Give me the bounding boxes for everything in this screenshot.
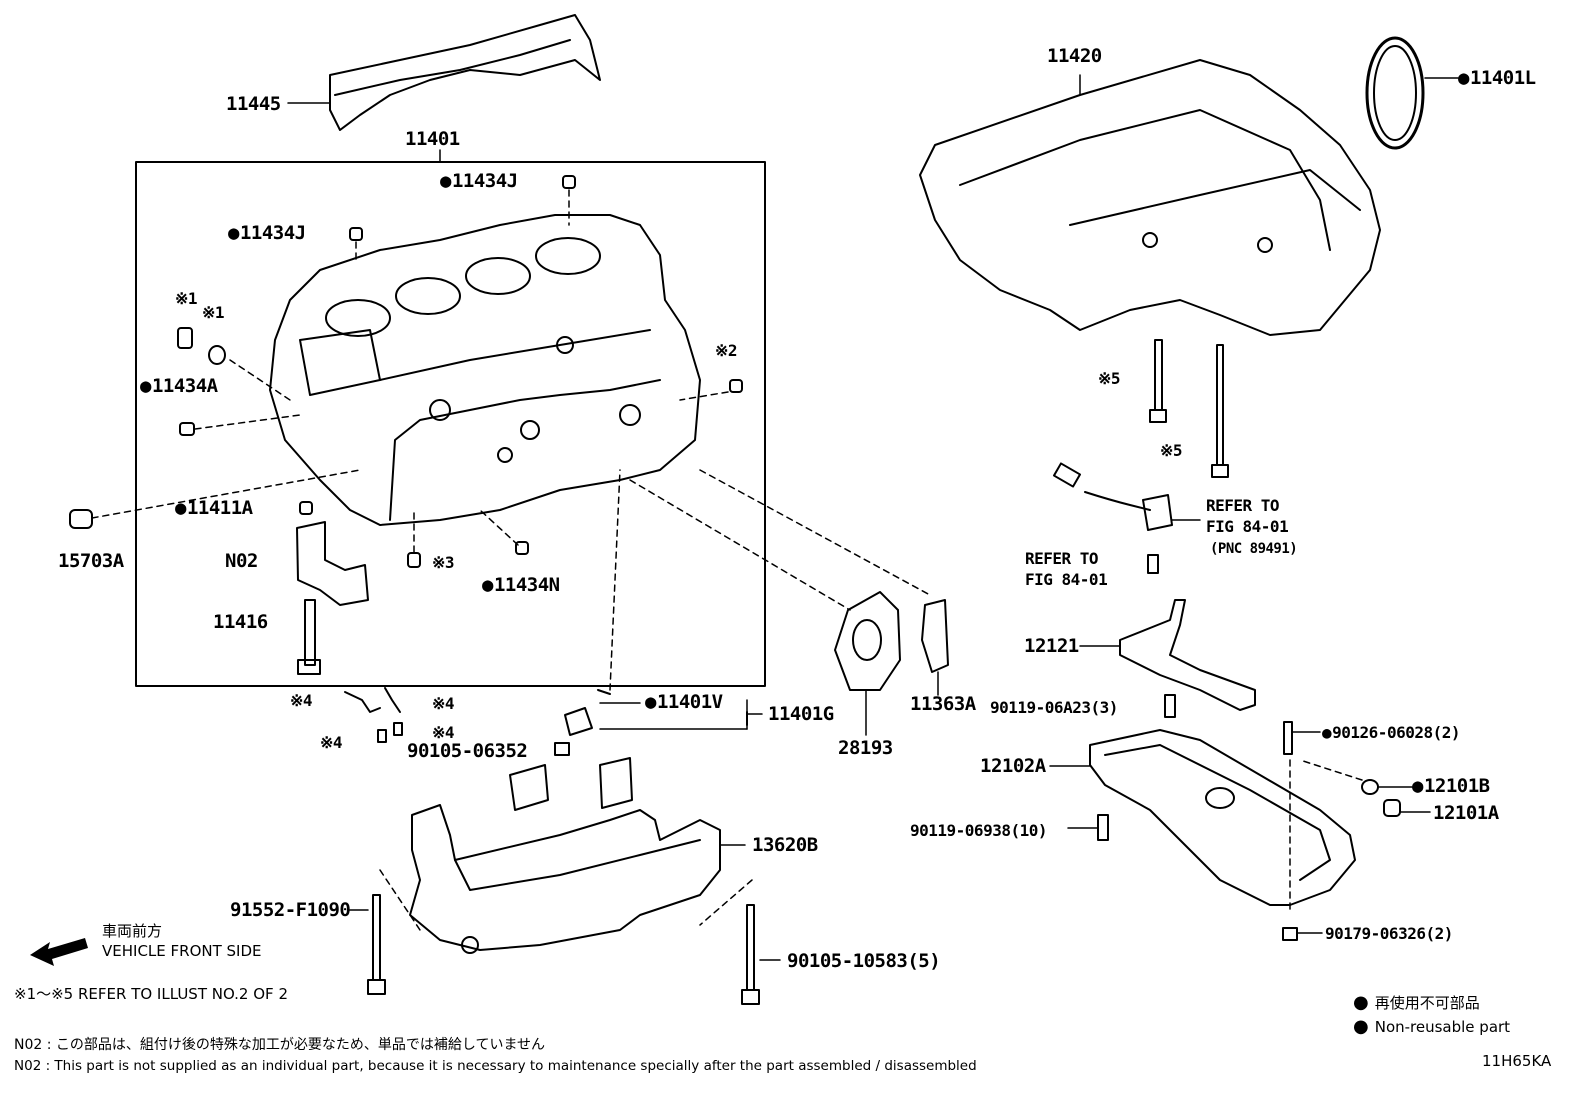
fig-ref-label-1[interactable]: FIG 84-01 <box>1206 517 1289 536</box>
ref-note-1a: ※1 <box>175 289 198 308</box>
legend-bullet-icon: ● <box>1353 992 1369 1013</box>
part-label-90105-10583[interactable]: 90105-10583(5) <box>787 950 941 972</box>
footnote-jp: N02 : この部品は、組付け後の特殊な加工が必要なため、単品では補給していませ… <box>14 1037 546 1053</box>
part-label-28193[interactable]: 28193 <box>838 737 893 759</box>
part-label-11434J-top[interactable]: 11434J <box>440 170 518 192</box>
ref-note-4c: ※4 <box>432 723 455 742</box>
legend-bullet-icon: ● <box>1353 1016 1369 1037</box>
ref-note-1b: ※1 <box>202 303 225 322</box>
legend-non-reusable-jp: ● 再使用不可部品 <box>1353 992 1480 1013</box>
pnc-label: (PNC 89491) <box>1210 541 1298 557</box>
fig-ref-label-2[interactable]: FIG 84-01 <box>1025 570 1108 589</box>
part-label-11434N[interactable]: 11434N <box>482 574 560 596</box>
ref-note-5b: ※5 <box>1160 441 1183 460</box>
part-label-12121[interactable]: 12121 <box>1024 635 1079 657</box>
illustration-id: 11H65KA <box>1482 1052 1552 1070</box>
legend-non-reusable-en: ● Non-reusable part <box>1353 1016 1510 1037</box>
refer-to-label-2: REFER TO <box>1025 549 1099 568</box>
stiffener-13620B-shape <box>409 757 721 954</box>
part-label-11401[interactable]: 11401 <box>405 128 460 150</box>
ref-note-4b: ※4 <box>432 694 455 713</box>
ref-note-5a: ※5 <box>1098 369 1121 388</box>
part-label-11416[interactable]: 11416 <box>213 611 268 633</box>
part-label-11401V[interactable]: 11401V <box>645 691 723 713</box>
part-label-11411A[interactable]: 11411A <box>175 497 253 519</box>
ref-note-3: ※3 <box>432 553 455 572</box>
part-label-11434J-left[interactable]: 11434J <box>228 222 306 244</box>
part-label-11420[interactable]: 11420 <box>1047 45 1102 67</box>
footnote-en: N02 : This part is not supplied as an in… <box>14 1058 977 1074</box>
part-label-11401L[interactable]: 11401L <box>1458 67 1536 89</box>
legend-en-text: Non-reusable part <box>1374 1018 1511 1036</box>
cylinder-block-shape <box>269 214 701 526</box>
front-arrow-icon <box>30 938 88 966</box>
ref-note-2: ※2 <box>715 341 738 360</box>
vehicle-front-jp: 車両前方 <box>102 922 163 940</box>
part-label-11445[interactable]: 11445 <box>226 93 281 115</box>
vehicle-front-en: VEHICLE FRONT SIDE <box>102 942 262 960</box>
part-label-12101A[interactable]: 12101A <box>1433 802 1499 824</box>
part-label-90105-06352[interactable]: 90105-06352 <box>407 740 528 762</box>
insulator-11445-shape <box>329 14 601 131</box>
part-label-11401G[interactable]: 11401G <box>768 703 834 725</box>
ref-note-4a: ※4 <box>290 691 313 710</box>
cylinder-block-group-frame <box>135 161 766 687</box>
part-label-13620B[interactable]: 13620B <box>752 834 818 856</box>
oil-pan-upper-11420-shape <box>919 59 1381 336</box>
part-label-90119-06938[interactable]: 90119-06938(10) <box>910 821 1048 840</box>
part-label-12101B[interactable]: 12101B <box>1412 775 1490 797</box>
ref-note-4d: ※4 <box>320 733 343 752</box>
part-label-11434A[interactable]: 11434A <box>140 375 218 397</box>
refer-to-label-1: REFER TO <box>1206 496 1280 515</box>
part-label-90179-06326[interactable]: 90179-06326(2) <box>1325 924 1453 943</box>
part-label-91552-F1090[interactable]: 91552-F1090 <box>230 899 351 921</box>
oil-pan-lower-12102A-shape <box>1089 729 1356 906</box>
part-label-11363A[interactable]: 11363A <box>910 693 976 715</box>
part-label-15703A[interactable]: 15703A <box>58 550 124 572</box>
part-label-90119-06A23[interactable]: 90119-06A23(3) <box>990 698 1118 717</box>
part-label-12102A[interactable]: 12102A <box>980 755 1046 777</box>
part-label-N02[interactable]: N02 <box>225 550 258 572</box>
part-label-90126-06028[interactable]: 90126-06028(2) <box>1322 722 1460 744</box>
legend-jp-text: 再使用不可部品 <box>1374 994 1480 1012</box>
refer-illust-note: ※1～※5 REFER TO ILLUST NO.2 OF 2 <box>14 985 288 1003</box>
